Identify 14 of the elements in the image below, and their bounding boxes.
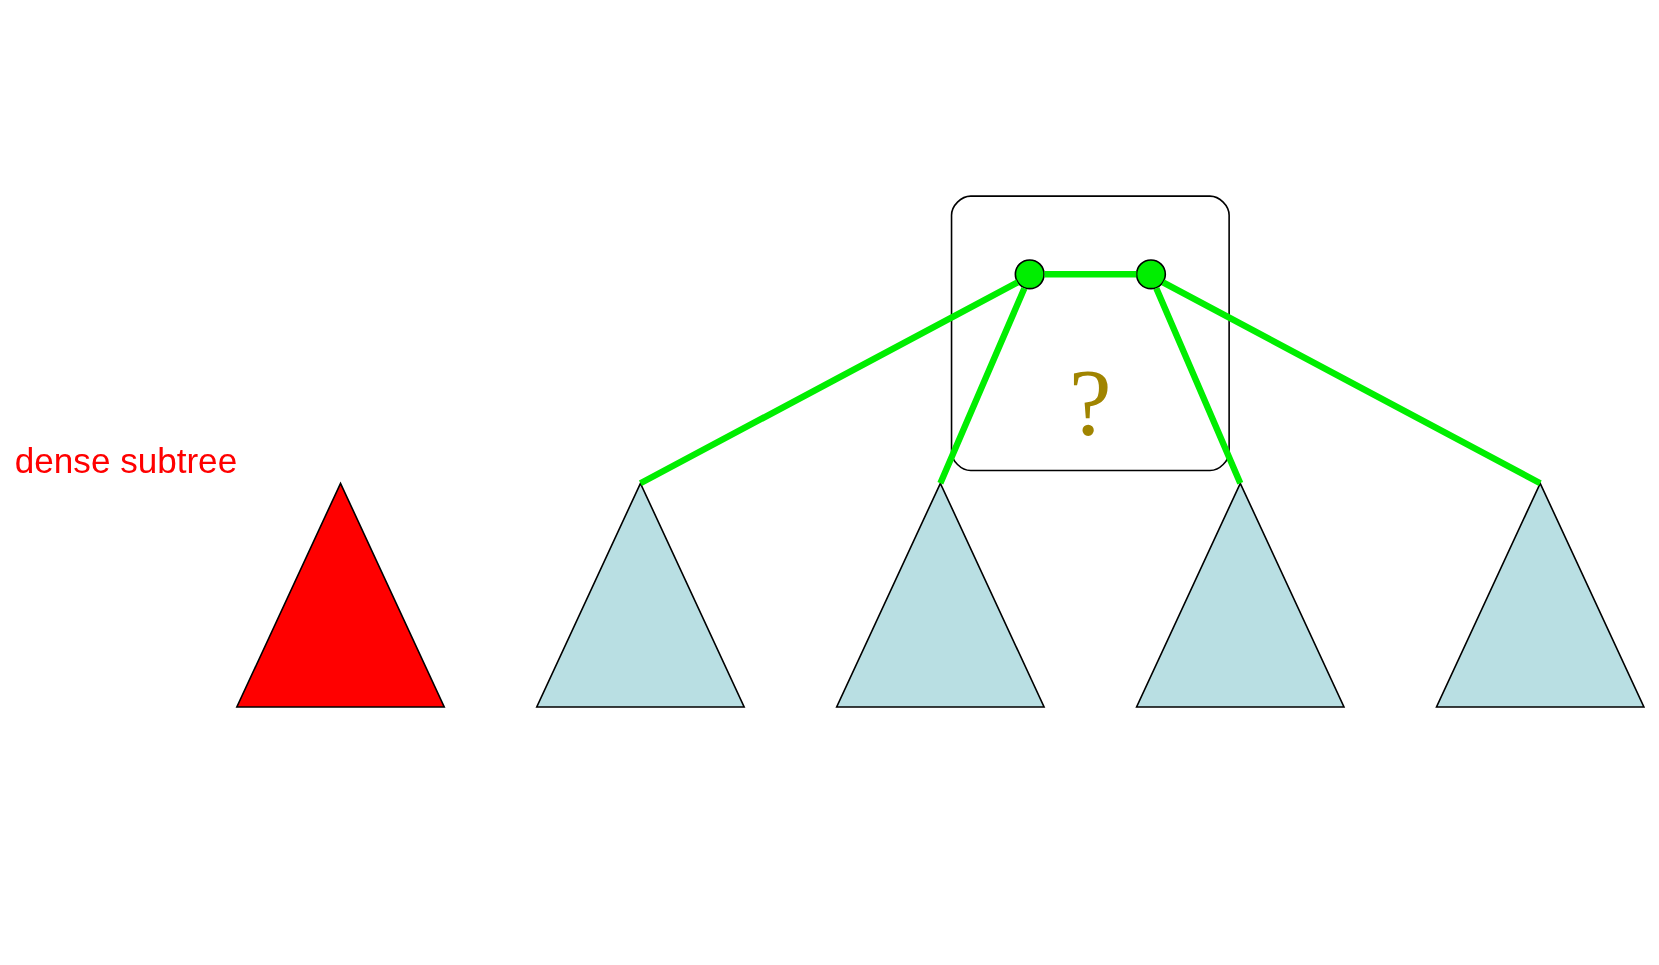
node-circle xyxy=(1014,259,1045,290)
connector xyxy=(1044,271,1137,278)
node-label: dense subtree xyxy=(14,441,238,481)
node-circle xyxy=(1135,259,1167,290)
node-triangle xyxy=(835,481,1046,708)
node-triangle xyxy=(1135,481,1346,708)
node-triangle xyxy=(535,481,746,708)
node-triangle xyxy=(235,481,446,708)
connector xyxy=(937,287,1028,485)
connector xyxy=(1153,287,1244,485)
connector xyxy=(638,279,1020,487)
cluster: ? xyxy=(950,195,1230,472)
connector xyxy=(1161,279,1542,487)
node-triangle xyxy=(1435,481,1646,708)
